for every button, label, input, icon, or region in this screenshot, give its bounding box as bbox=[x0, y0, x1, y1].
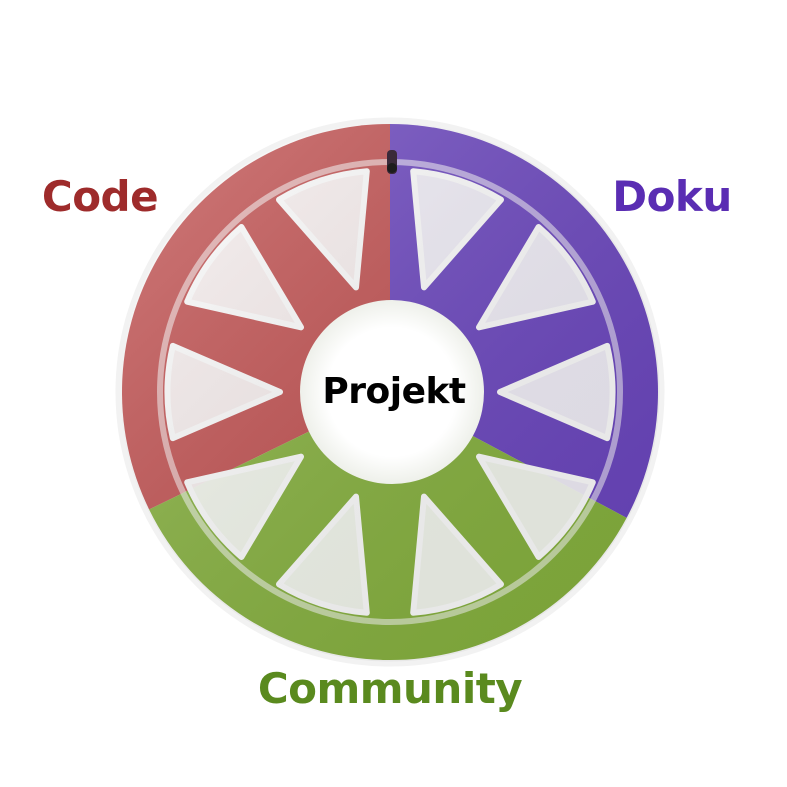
label-code: Code bbox=[42, 172, 158, 221]
valve-icon bbox=[387, 150, 397, 174]
hub bbox=[300, 300, 484, 484]
label-community: Community bbox=[258, 664, 522, 713]
label-doku: Doku bbox=[612, 172, 732, 221]
center-label: Projekt bbox=[322, 371, 466, 412]
